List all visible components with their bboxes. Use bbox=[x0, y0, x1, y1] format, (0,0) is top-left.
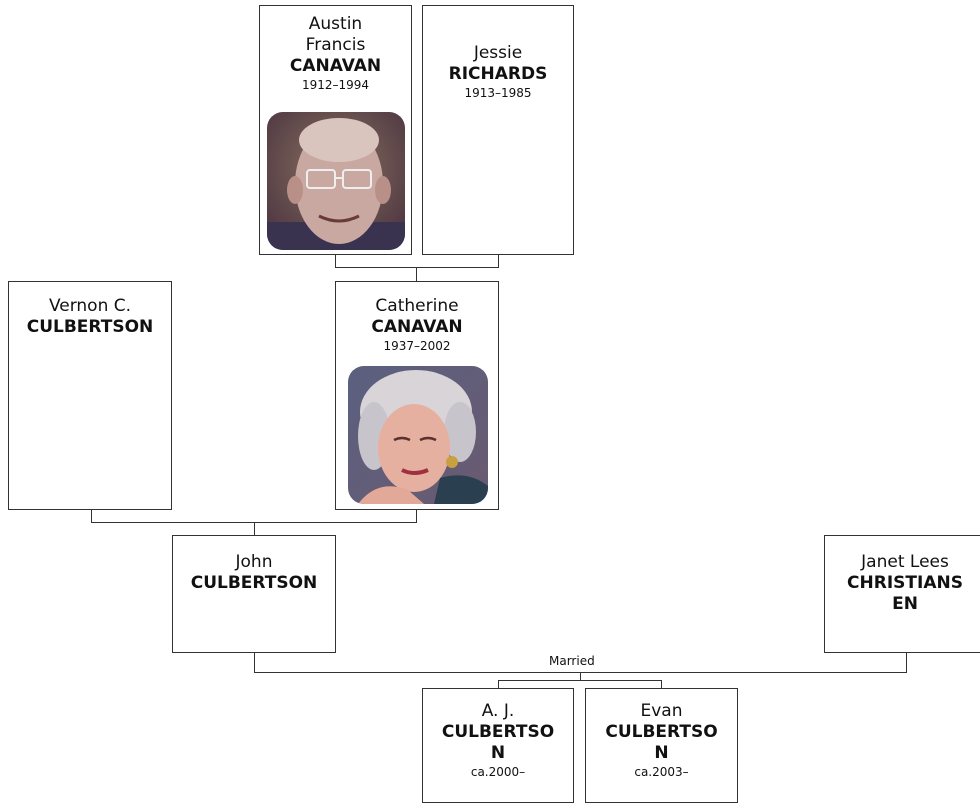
married-label: Married bbox=[547, 654, 597, 668]
grandparents-bar bbox=[335, 267, 499, 268]
surname: EN bbox=[892, 594, 918, 614]
life-dates: 1912–1994 bbox=[301, 78, 370, 92]
janet-marriage-connector bbox=[906, 653, 907, 672]
given-name: A. J. bbox=[481, 701, 515, 721]
surname: N bbox=[490, 743, 506, 763]
person-card-vernon-culbertson[interactable]: Vernon C. CULBERTSON bbox=[8, 281, 172, 510]
aj-child-line bbox=[498, 680, 499, 688]
life-dates: 1913–1985 bbox=[464, 86, 532, 100]
evan-child-line bbox=[661, 680, 662, 688]
person-card-catherine-canavan[interactable]: Catherine CANAVAN 1937–2002 bbox=[335, 281, 499, 510]
surname: CULBERTSON bbox=[190, 573, 318, 593]
given-name: Evan bbox=[640, 701, 683, 721]
life-dates: ca.2003– bbox=[634, 765, 689, 779]
given-name: Janet Lees bbox=[861, 552, 949, 572]
surname: CULBERTSO bbox=[605, 722, 718, 742]
person-card-evan-culbertson[interactable]: Evan CULBERTSO N ca.2003– bbox=[585, 688, 738, 803]
surname: CANAVAN bbox=[371, 317, 463, 337]
given-name: Vernon C. bbox=[48, 296, 132, 316]
children-bar bbox=[498, 680, 662, 681]
person-card-aj-culbertson[interactable]: A. J. CULBERTSO N ca.2000– bbox=[422, 688, 574, 803]
person-card-austin-canavan[interactable]: Austin Francis CANAVAN 1912–1994 bbox=[259, 5, 412, 255]
surname: RICHARDS bbox=[448, 64, 548, 84]
life-dates: 1937–2002 bbox=[383, 339, 451, 353]
given-name: John bbox=[235, 552, 273, 572]
john-marriage-connector bbox=[254, 653, 255, 672]
life-dates: ca.2000– bbox=[470, 765, 526, 779]
person-card-john-culbertson[interactable]: John CULBERTSON bbox=[172, 535, 336, 653]
jessie-couple-connector bbox=[498, 255, 499, 267]
portrait-photo bbox=[267, 112, 405, 250]
given-name: Jessie bbox=[473, 43, 523, 63]
person-card-jessie-richards[interactable]: Jessie RICHARDS 1913–1985 bbox=[422, 5, 574, 255]
austin-couple-connector bbox=[335, 255, 336, 267]
surname: CHRISTIANS bbox=[847, 573, 963, 593]
surname: N bbox=[654, 743, 669, 763]
person-card-janet-christiansen[interactable]: Janet Lees CHRISTIANS EN bbox=[824, 535, 980, 653]
given-name: Austin bbox=[308, 14, 363, 34]
surname: CANAVAN bbox=[289, 56, 382, 76]
surname: CULBERTSO bbox=[441, 722, 555, 742]
catherine-parent-line bbox=[416, 267, 417, 281]
surname: CULBERTSON bbox=[26, 317, 154, 337]
portrait-photo bbox=[348, 366, 488, 504]
john-parent-line bbox=[254, 522, 255, 535]
given-name: Francis bbox=[305, 35, 366, 55]
children-stem bbox=[580, 672, 581, 680]
given-name: Catherine bbox=[375, 296, 459, 316]
catherine-couple-connector bbox=[416, 510, 417, 522]
vernon-couple-connector bbox=[91, 510, 92, 522]
